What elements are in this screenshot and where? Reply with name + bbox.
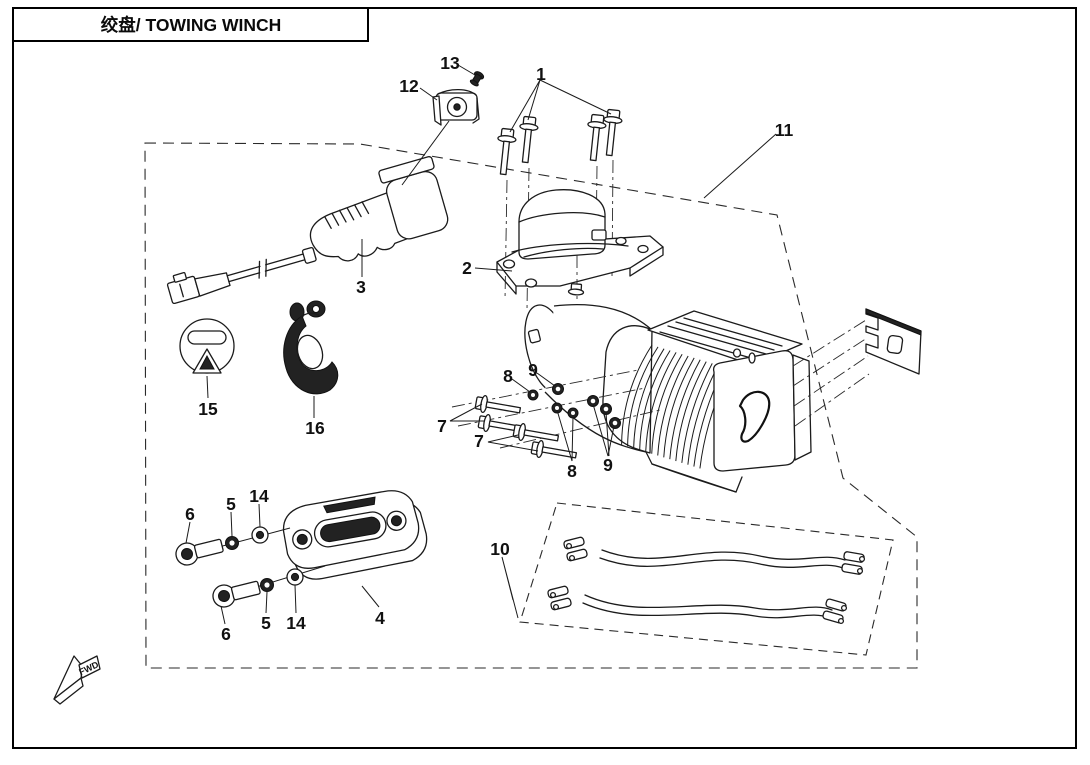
callout-5a: 5 [226,494,236,514]
winch-assembly [524,255,812,493]
winch-mount-hardware [451,369,661,459]
fairlead-part4 [282,490,428,580]
warning-decal-part15 [179,318,235,374]
remote-handle-part3 [166,156,449,305]
title-box [12,7,369,42]
bracket-centerlines [792,319,870,427]
winch-hook-part16 [283,300,339,395]
battery-cables-part10 [547,536,866,625]
callout-labels: 1 2 3 4 5 5 6 6 7 7 8 8 9 9 10 11 12 13 … [185,53,793,644]
handle-bracket-part12 [432,88,480,126]
callout-15: 15 [198,399,218,419]
callout-11: 11 [775,120,794,140]
mount-bracket-plate [865,308,922,375]
callout-7a: 7 [437,416,447,436]
kit-boundary-dashed [144,142,918,669]
fairlead-hardware [175,526,326,608]
callout-14b: 14 [286,613,306,633]
callout-8a: 8 [503,366,513,386]
callout-6a: 6 [185,504,195,524]
callout-4: 4 [375,608,385,628]
bracket-screw-part13 [469,71,485,87]
leader-lines [185,64,777,625]
callout-2: 2 [462,258,472,278]
fwd-direction-arrow: FWD [53,655,101,705]
callout-3: 3 [356,277,366,297]
nuts-part9 [552,383,621,429]
callout-13: 13 [440,53,460,73]
callout-9a: 9 [528,360,538,380]
callout-6b: 6 [221,624,231,644]
callout-10: 10 [490,539,510,559]
washers-part8 [527,389,579,419]
page-title: 绞盘/ TOWING WINCH [101,15,282,35]
contactor-box-part2 [496,189,664,295]
callout-8b: 8 [567,461,577,481]
cable-kit-boundary-dashed [519,502,894,656]
flange-bolts-part1 [497,108,623,311]
callout-5b: 5 [261,613,271,633]
callout-7b: 7 [474,431,484,451]
callout-14a: 14 [249,486,269,506]
callout-1: 1 [536,64,546,84]
callout-12: 12 [399,76,419,96]
callout-9b: 9 [603,455,613,475]
page-border [12,7,1077,749]
callout-16: 16 [305,418,325,438]
